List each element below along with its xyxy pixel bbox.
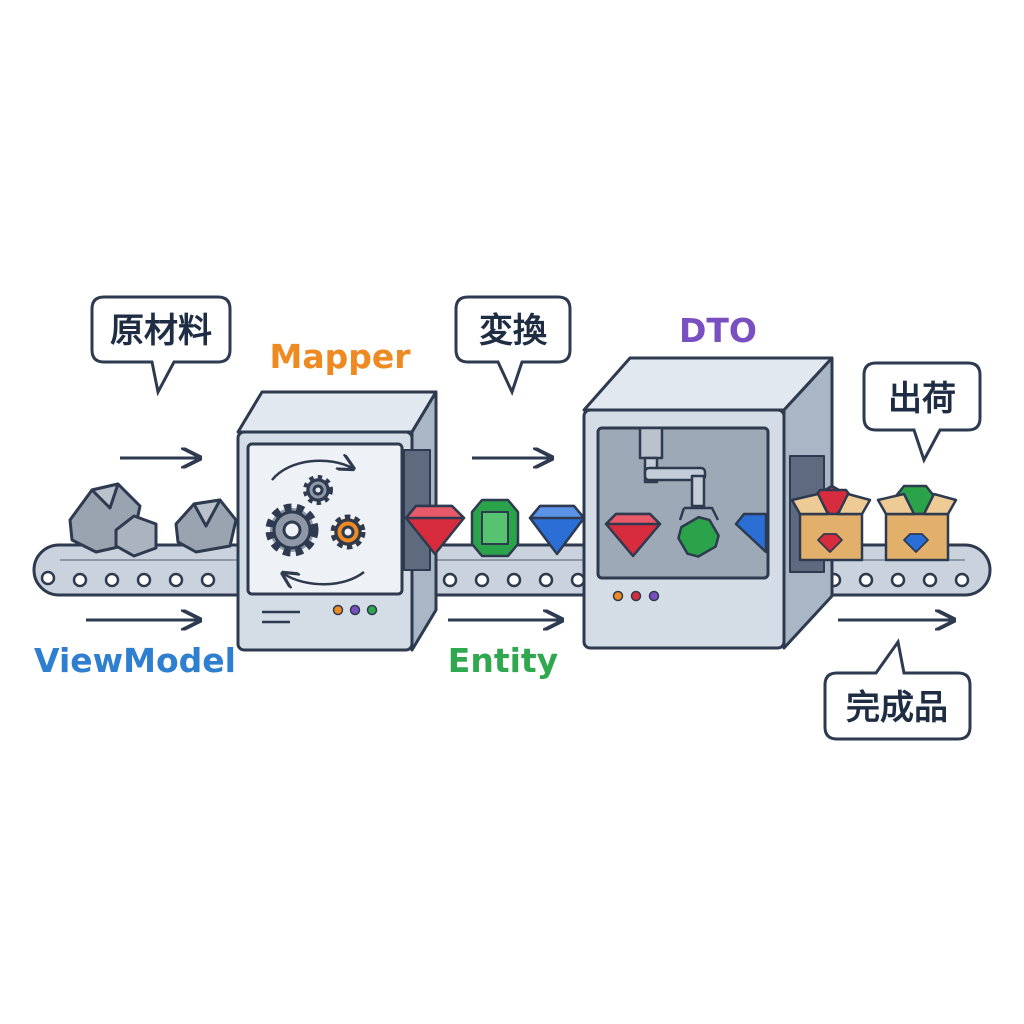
sapphire-gem-icon: [734, 512, 768, 554]
cycle-arrows: [271, 461, 365, 585]
robot-arm-icon: [638, 426, 720, 521]
label-view-model: ViewModel: [34, 641, 236, 680]
shipping-box-icon: [790, 484, 872, 562]
bubble-finished: 完成品: [823, 638, 972, 741]
rock-icon: [68, 482, 238, 558]
label-entity: Entity: [448, 641, 558, 680]
bubble-raw-material: 原材料: [90, 295, 232, 397]
bubble-convert: 変換: [454, 295, 572, 397]
bubble-finished-text: 完成品: [846, 688, 948, 728]
bubble-ship: 出荷: [862, 361, 982, 464]
gear-icon: [265, 475, 366, 557]
bubble-ship-text: 出荷: [888, 379, 956, 419]
emerald-gem-icon: [677, 515, 720, 558]
bubble-convert-text: 変換: [479, 311, 548, 351]
emerald-gem-icon: [470, 498, 520, 558]
sapphire-gem-icon: [528, 504, 586, 556]
shipping-box-icon: [876, 484, 958, 562]
arrow-right-icon: [86, 458, 952, 620]
ruby-gem-icon: [604, 512, 662, 558]
label-dto: DTO: [679, 311, 757, 350]
label-mapper: Mapper: [269, 337, 411, 376]
bubble-raw-text: 原材料: [110, 311, 212, 351]
ruby-gem-icon: [404, 504, 466, 556]
